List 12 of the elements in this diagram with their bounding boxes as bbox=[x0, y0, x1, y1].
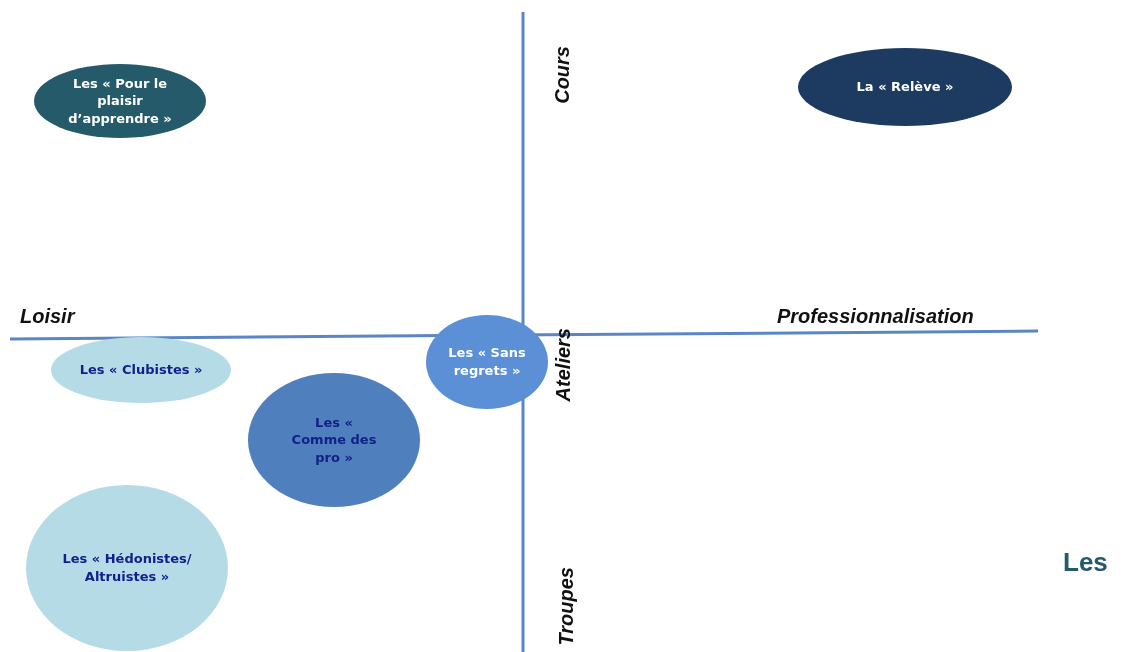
segment-label: La « Relève » bbox=[856, 78, 954, 96]
axis-label: Professionnalisation bbox=[777, 306, 974, 326]
axis-label: Troupes bbox=[556, 567, 576, 646]
axis-label: Cours bbox=[552, 46, 572, 104]
segment-label: Les « Clubistes » bbox=[79, 361, 203, 379]
heading-fragment: Les bbox=[1063, 549, 1108, 575]
segment-label: Les « Pour le plaisir d’apprendre » bbox=[67, 74, 173, 128]
segment-label: Les « Sans regrets » bbox=[447, 344, 527, 380]
axis-label: Ateliers bbox=[553, 328, 573, 402]
segment-label: Les « Comme des pro » bbox=[290, 413, 378, 467]
segment-label: Les « Hédonistes/ Altruistes » bbox=[62, 550, 192, 586]
axis-label: Loisir bbox=[20, 306, 75, 326]
